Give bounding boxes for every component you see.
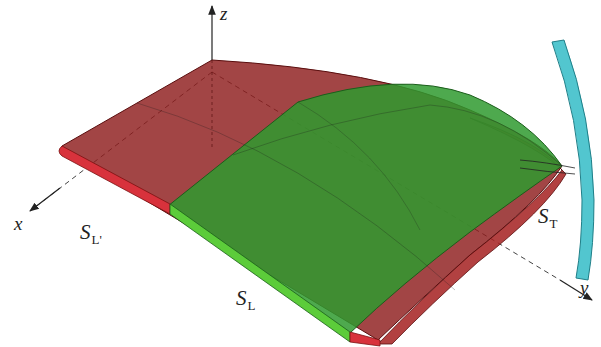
surface-subscript: L xyxy=(248,299,256,312)
z-axis xyxy=(211,6,212,60)
transverse-strip xyxy=(552,40,594,280)
axis-label: z xyxy=(220,4,227,23)
green-edge-band xyxy=(170,204,350,342)
axis-label: y xyxy=(580,278,588,297)
green-surface xyxy=(168,84,562,333)
surface-symbol: S xyxy=(80,222,91,243)
surface-symbol: S xyxy=(538,206,549,227)
surface-subscript: T xyxy=(550,217,558,230)
x-axis-tip xyxy=(30,188,60,211)
red-edge-band xyxy=(59,146,170,214)
surface-subscript: L' xyxy=(92,233,102,246)
red-surface xyxy=(62,60,562,340)
red-edge-band xyxy=(350,332,380,346)
axis-label: x xyxy=(14,214,22,233)
surface-symbol: S xyxy=(236,288,247,309)
